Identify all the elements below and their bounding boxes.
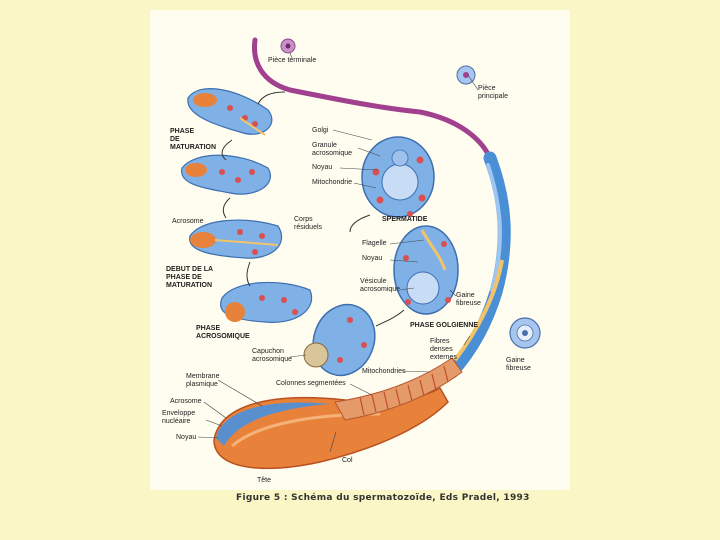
acrosome-cap — [216, 402, 330, 446]
stage-arrows — [221, 91, 405, 327]
label-noyau-bottom: Noyau — [176, 434, 197, 441]
label-tete: Tête — [257, 477, 272, 484]
tail-end-piece — [251, 37, 493, 161]
label-enveloppe-nucleaire: Enveloppe nucléaire — [162, 410, 196, 425]
cross-section-end-piece — [280, 38, 296, 54]
spermatid-cell — [361, 136, 435, 218]
leader-lines — [197, 52, 479, 453]
label-colonnes-segmentees: Colonnes segmentées — [276, 380, 346, 387]
label-vesicule-acrosomique: Vésicule acrosomique — [360, 278, 401, 293]
label-mitochondrie: Mitochondrie — [312, 179, 353, 186]
label-phase-golgienne: PHASE GOLGIENNE — [410, 322, 479, 329]
label-fibres-denses-externes: Fibres denses externes — [430, 338, 457, 361]
maturation-cell-1 — [187, 88, 273, 136]
label-col: Col — [342, 457, 353, 464]
mitochondria-spiral — [359, 365, 449, 416]
label-spermatide: SPERMATIDE — [382, 216, 428, 223]
label-phase-maturation: PHASE DE MATURATION — [170, 128, 217, 151]
maturation-cell-4 — [220, 281, 313, 323]
cross-section-principal-piece — [456, 65, 476, 85]
tail-principal-piece — [445, 151, 511, 379]
figure-caption: Figure 5 : Schéma du spermatozoïde, Eds … — [236, 493, 530, 503]
label-acrosome-left: Acrosome — [172, 218, 204, 225]
label-acrosome-bottom: Acrosome — [170, 398, 202, 405]
maturation-cell-2 — [181, 154, 271, 195]
label-gaine-fibreuse-mid: Gaine fibreuse — [456, 292, 481, 307]
acrosome-phase-cell — [303, 303, 376, 377]
label-noyau-top: Noyau — [312, 164, 333, 171]
golgi-phase-cell — [393, 225, 459, 315]
label-granule-acrosomique: Granule acrosomique — [312, 142, 353, 157]
label-gaine-fibreuse-right: Gaine fibreuse — [506, 357, 531, 372]
middle-piece — [334, 357, 463, 421]
label-phase-acrosomique: PHASE ACROSOMIQUE — [196, 325, 250, 340]
label-piece-principale: Pièce principale — [478, 85, 508, 100]
maturation-cell-3 — [189, 219, 283, 259]
label-golgi: Golgi — [312, 127, 329, 134]
label-membrane-plasmique: Membrane plasmique — [186, 373, 220, 388]
tail-principal-highlight — [486, 163, 502, 292]
cross-section-fibrous-sheath — [509, 317, 541, 349]
label-noyau-mid: Noyau — [362, 255, 383, 262]
outer-dense-fibers — [453, 259, 504, 362]
label-flagelle: Flagelle — [362, 240, 387, 247]
label-debut-phase-maturation: DEBUT DE LA PHASE DE MATURATION — [166, 266, 214, 289]
label-piece-terminale: Pièce terminale — [268, 57, 317, 64]
label-capuchon-acrosomique: Capuchon acrosomique — [252, 348, 293, 363]
label-corps-residuels: Corps résiduels — [294, 216, 323, 231]
label-mitochondries: Mitochondries — [362, 368, 406, 375]
